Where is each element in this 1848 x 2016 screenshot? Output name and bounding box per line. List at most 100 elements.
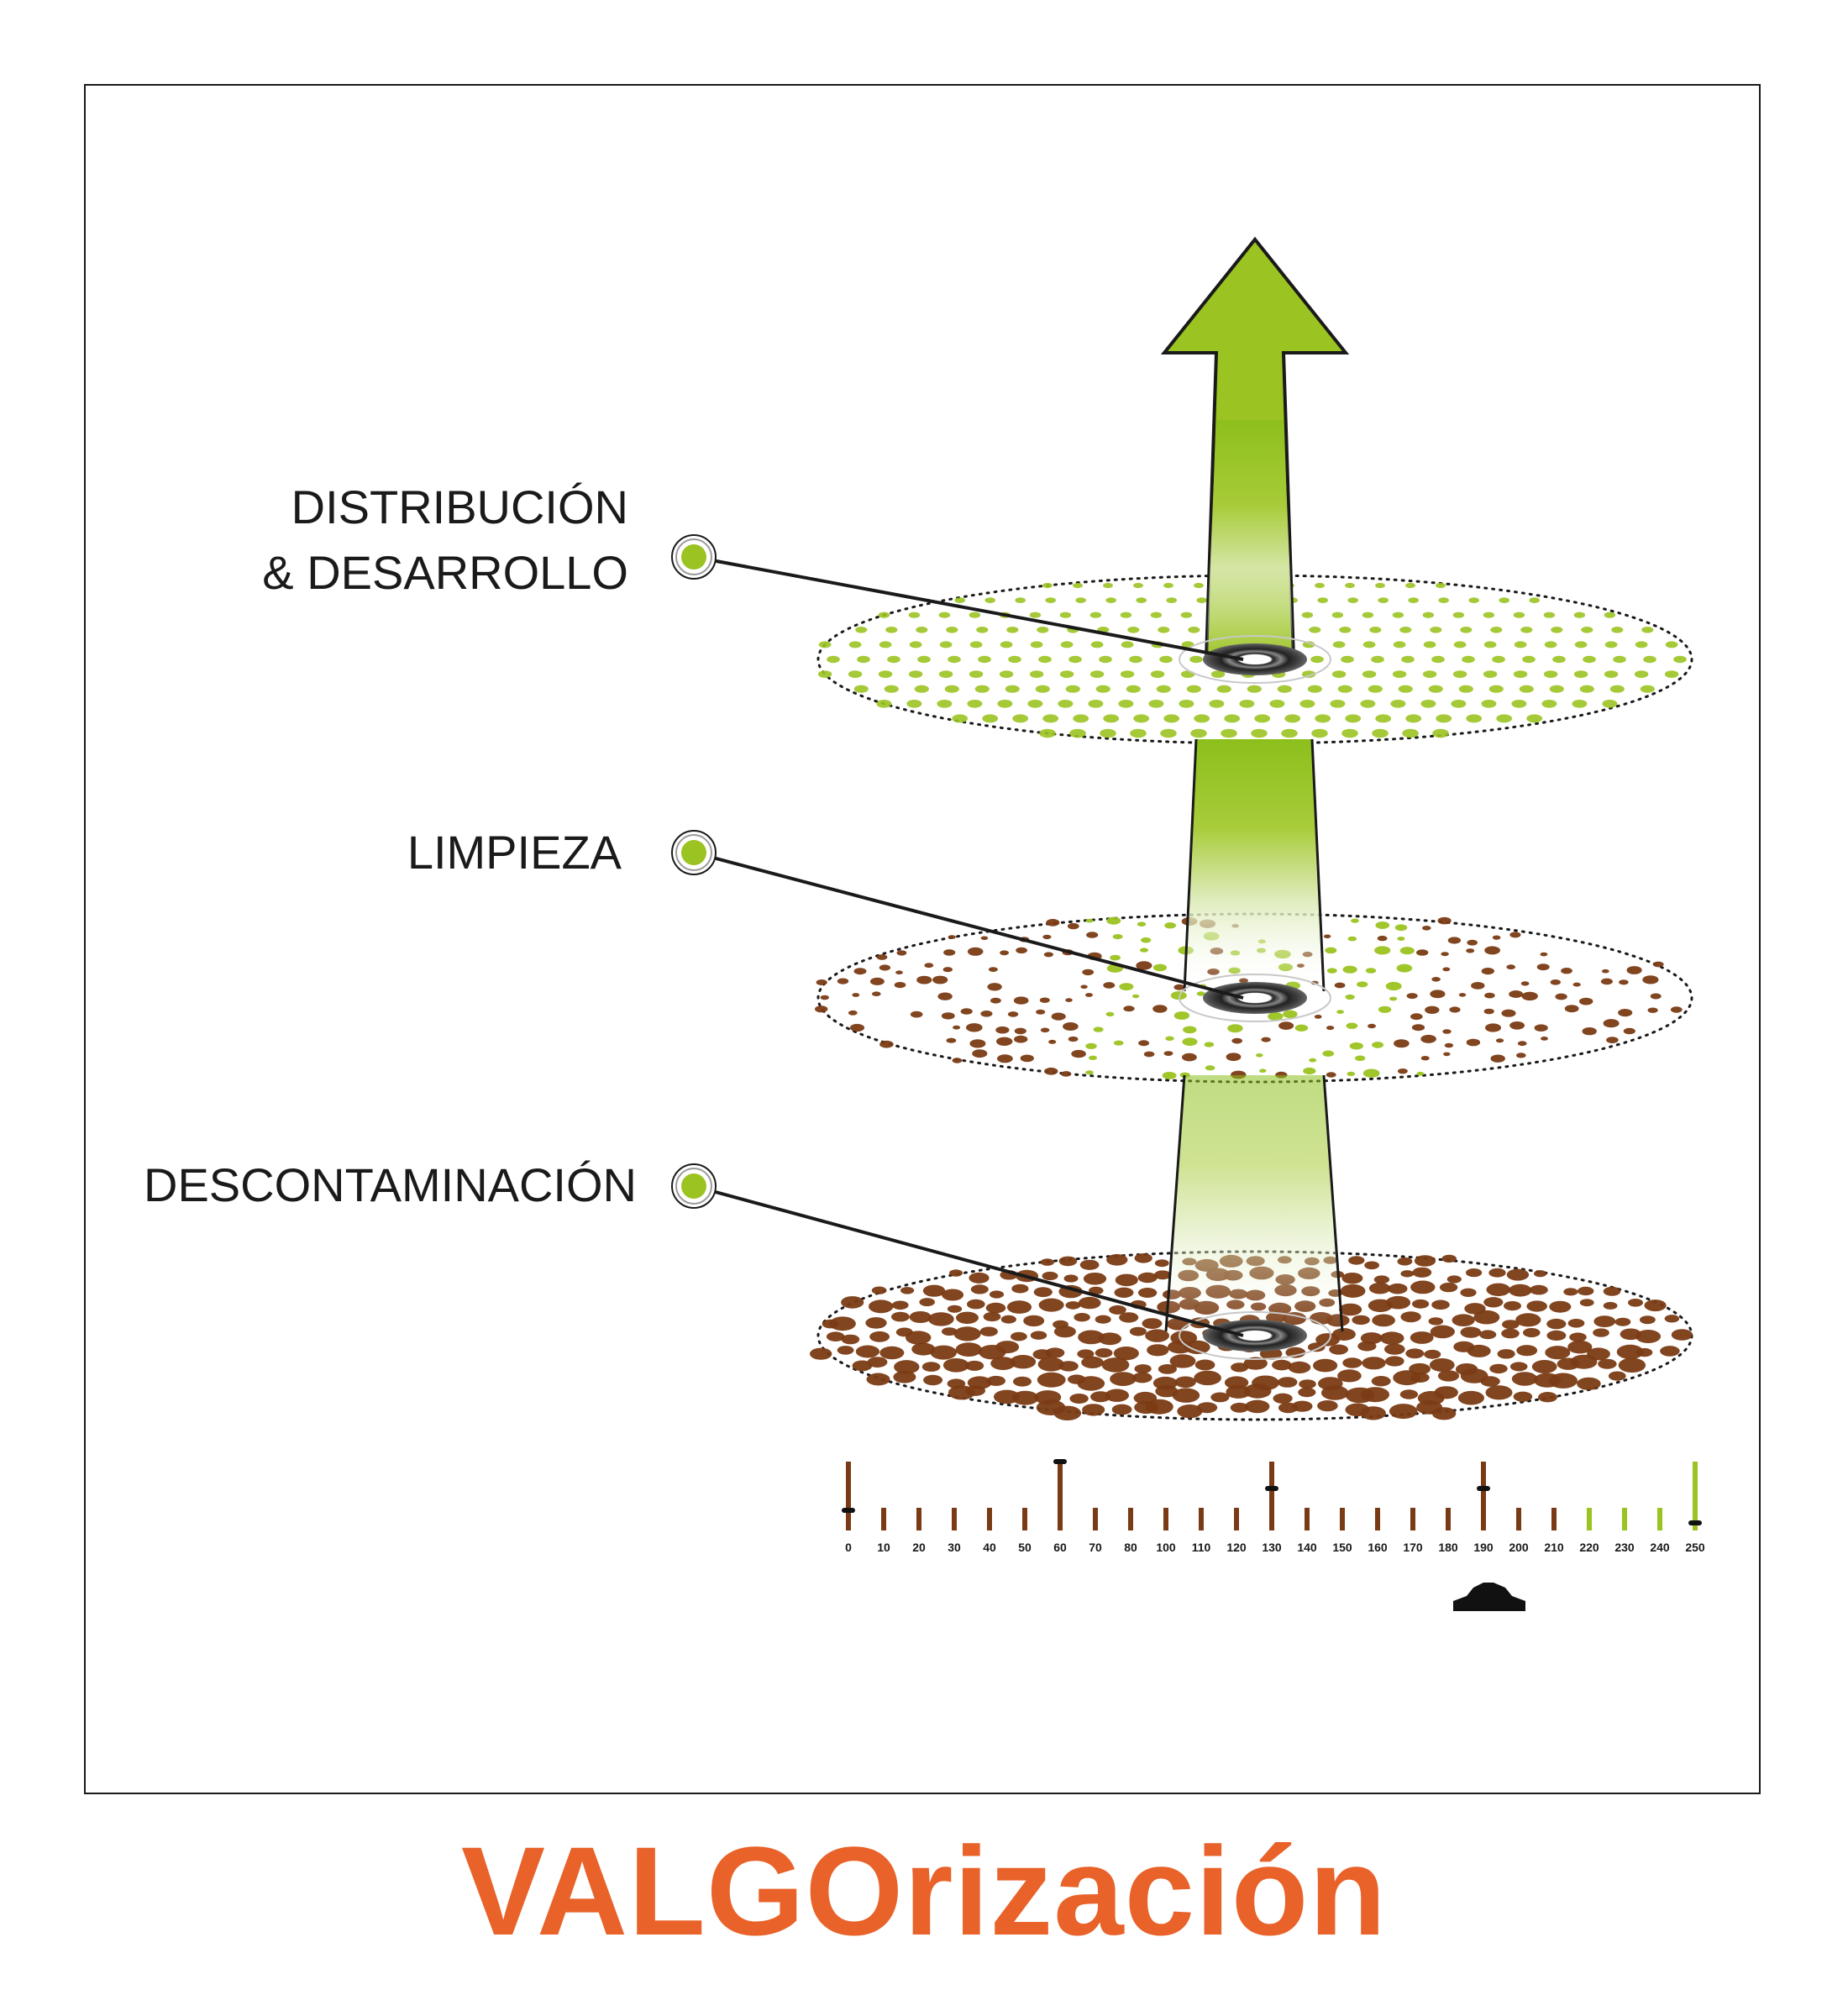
disc-dot (1195, 1360, 1215, 1371)
disc-dot (937, 993, 952, 1000)
disc-dot (1481, 700, 1496, 708)
disc-dot (1309, 1058, 1316, 1063)
disc-dot (1065, 998, 1073, 1002)
disc-dot (1393, 612, 1404, 618)
disc-dot (982, 714, 998, 722)
disc-dot (1510, 1362, 1528, 1371)
disc-dot (1000, 950, 1009, 955)
disc-dot (1509, 1021, 1525, 1030)
disc-dot (995, 1026, 1009, 1034)
disc-dot (1438, 917, 1452, 925)
disc-dot (928, 1312, 954, 1326)
bullet-distribucion[interactable] (672, 535, 716, 579)
disc-dot (1363, 1069, 1380, 1078)
disc-dot (922, 1362, 941, 1372)
disc-dot (1023, 1315, 1044, 1326)
scale-tick-label: 150 (1332, 1541, 1352, 1554)
disc-dot (854, 685, 869, 693)
disc-dot (1430, 1358, 1455, 1372)
disc-dot (1289, 1362, 1311, 1373)
disc-dot (1041, 1258, 1054, 1266)
disc-dot (1080, 985, 1087, 990)
scale-tick-label: 30 (948, 1541, 961, 1554)
disc-dot (1514, 612, 1525, 618)
disc-dot (1079, 1297, 1101, 1309)
disc-dot (1058, 700, 1073, 708)
disc-dot (1014, 1036, 1027, 1043)
disc-dot (1040, 998, 1050, 1003)
scale-tick-label: 100 (1156, 1541, 1176, 1554)
disc-dot (1096, 685, 1110, 693)
arrow-shaft-lower (1166, 1075, 1342, 1331)
disc-dot (1110, 955, 1121, 961)
disc-dot (1378, 597, 1389, 603)
disc-dot (1645, 1299, 1667, 1311)
disc-dot (1420, 700, 1436, 708)
disc-dot (1338, 685, 1352, 693)
disc-dot (1523, 1328, 1541, 1337)
disc-dot (1372, 1042, 1383, 1048)
disc-dot (1133, 714, 1149, 722)
disc-dot (1045, 597, 1056, 603)
disc-dot (1190, 729, 1207, 738)
disc-dot (1015, 1028, 1026, 1035)
disc-dot (1583, 656, 1596, 663)
disc-dot (1151, 612, 1162, 618)
disc-dot (1546, 1331, 1566, 1341)
disc-dot (1126, 685, 1141, 693)
disc-dot (1332, 612, 1343, 618)
disc-dot (1462, 656, 1475, 663)
bullet-descontaminacion[interactable] (672, 1164, 716, 1208)
disc-dot (1037, 1373, 1066, 1388)
disc-dot (1061, 641, 1074, 648)
disc-dot (1572, 700, 1587, 708)
disc-dot (1348, 937, 1357, 942)
disc-dot (1254, 714, 1270, 722)
disc-dot (827, 656, 840, 663)
disc-dot (1066, 1301, 1081, 1310)
disc-dot (1123, 1005, 1134, 1011)
disc-dot (968, 948, 984, 956)
disc-dot (895, 982, 906, 988)
disc-dot (1357, 1341, 1376, 1352)
disc-dot (956, 1342, 982, 1357)
disc-dot (1452, 1314, 1475, 1326)
disc-dot (1526, 714, 1542, 722)
disc-dot (1103, 714, 1119, 722)
disc-dot (1618, 1009, 1632, 1016)
disc-dot (1435, 1386, 1458, 1399)
disc-dot (1031, 641, 1043, 648)
disc-dot (1401, 656, 1415, 663)
bullet-limpieza[interactable] (672, 831, 716, 874)
disc-dot (1394, 641, 1406, 648)
disc-dot (1640, 1315, 1656, 1324)
disc-dot (984, 1312, 1001, 1321)
disc-dot (1170, 1354, 1196, 1368)
disc-dot (1046, 1347, 1065, 1357)
disc-dot (997, 700, 1012, 708)
disc-dot (1362, 1357, 1385, 1369)
disc-dot (1113, 934, 1123, 939)
disc-dot (1130, 1327, 1147, 1336)
disc-dot (1355, 1056, 1365, 1062)
disc-dot (1660, 1346, 1680, 1357)
disc-dot (986, 1303, 1006, 1314)
disc-dot (1001, 1315, 1016, 1324)
disc-dot (1431, 1300, 1450, 1310)
disc-dot (1042, 583, 1053, 588)
disc-dot (1102, 1357, 1130, 1373)
disc-dot (978, 656, 991, 663)
disc-dot (1295, 1025, 1309, 1032)
disc-dot (1194, 1371, 1221, 1385)
disc-dot (1074, 1313, 1089, 1321)
disc-dot (1635, 670, 1648, 678)
disc-dot (1364, 1262, 1379, 1270)
disc-dot (1398, 1068, 1408, 1074)
disc-dot (1299, 700, 1315, 708)
disc-dot (1332, 670, 1346, 678)
disc-dot (1042, 935, 1051, 939)
disc-dot (1060, 670, 1074, 678)
disc-dot (900, 1287, 914, 1294)
disc-dot (1179, 700, 1194, 708)
disc-dot (1138, 1288, 1157, 1298)
